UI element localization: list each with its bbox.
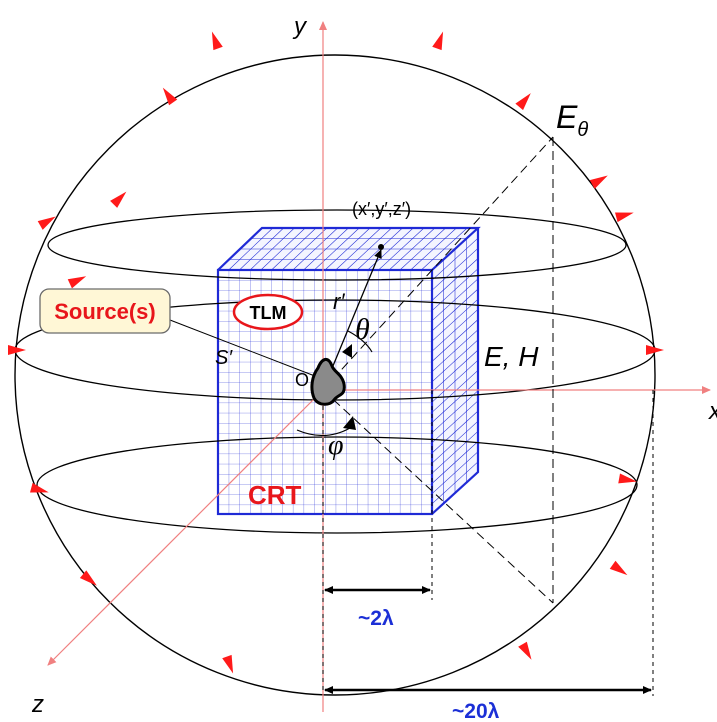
latitude-lower [36,436,638,534]
red-arrow-icon [37,216,56,230]
red-arrow-icon [30,482,49,493]
crt-cube-back [216,226,480,516]
crt-top-edges [217,226,481,271]
phi-arc [296,427,351,437]
radiating-object-icon [310,358,346,406]
crt-top-grid [228,227,468,271]
red-arrow-icon [518,641,532,660]
red-arrow-icon [110,191,127,208]
dim-large-label: ~20λ [452,700,500,722]
red-arrow-icon [618,473,637,484]
far-field-sphere [14,54,656,696]
red-arrow-icon [615,212,634,223]
red-arrow-icon [162,87,178,106]
red-arrow-icon [609,560,628,576]
field-arrows [8,31,664,674]
tlm-ellipse [232,293,304,331]
origin-label: O [295,370,309,390]
red-arrow-icon [211,31,223,51]
tlm-label: TLM [250,303,287,323]
red-arrow-icon [222,654,234,674]
theta-arc [347,330,373,353]
y-axis-label: y [292,13,308,40]
construction-lines [322,136,654,696]
crt-label: CRT [248,480,302,510]
theta-label: θ [355,313,370,346]
z-axis [47,389,324,666]
phi-arrowhead [343,416,356,430]
red-arrow-icon [515,93,531,111]
source-label: Source(s) [54,299,155,324]
e-theta-label: Eθ [556,99,588,141]
red-arrow-icon [432,31,444,51]
source-leader-line [169,319,321,379]
dim-small-label: ~2λ [358,607,394,630]
point-label: (x′,y′,z′) [352,199,411,219]
theta-arrowhead [342,344,352,358]
red-arrow-icon [79,570,97,586]
red-arrow-icon [8,345,26,355]
red-arrow-icon [589,175,608,189]
red-arrow-icon [646,345,664,355]
x-axis-label: x [708,398,717,425]
z-axis-label: z [31,691,44,718]
crt-right-edges [431,228,480,515]
red-arrow-icon [67,276,87,289]
s-prime-label: S′ [215,347,233,369]
latitude-upper [47,209,627,281]
r-prime-label: r′ [333,289,345,314]
fields-label: E, H [484,341,539,372]
observation-point [378,244,384,250]
source-callout-box [39,288,171,334]
phi-label: φ [328,430,344,461]
crt-right-grid [431,237,479,505]
